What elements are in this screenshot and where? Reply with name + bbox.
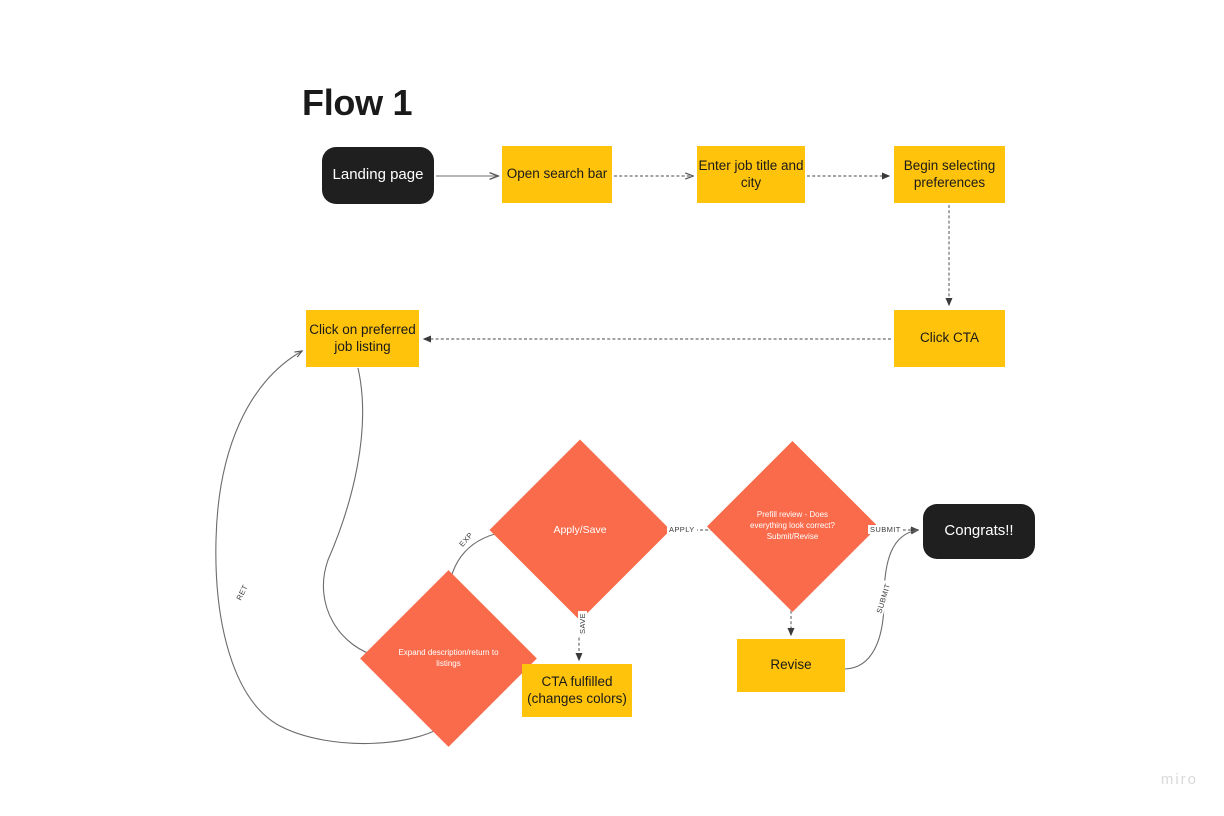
node-label: Expand description/return to listings — [398, 647, 499, 668]
node-label: Apply/Save — [553, 523, 607, 536]
edge-listing-to-expand — [322, 367, 382, 659]
node-label: Congrats!! — [944, 522, 1014, 540]
node-congrats[interactable]: Congrats!! — [923, 504, 1035, 559]
node-label: Click on preferred job listing — [309, 322, 416, 354]
node-label: Enter job title and city — [698, 158, 804, 190]
node-label: CTA fulfilled (changes colors) — [527, 674, 627, 706]
node-cta-fulfilled[interactable]: CTA fulfilled (changes colors) — [522, 664, 632, 717]
edge-label-ret: RET — [233, 581, 251, 604]
edge-label-submit-top: SUBMIT — [868, 525, 903, 534]
node-label: Begin selecting preferences — [903, 158, 996, 190]
node-label: Landing page — [332, 166, 424, 184]
node-enter-job-title-and-city[interactable]: Enter job title and city — [697, 146, 805, 203]
node-open-search-bar[interactable]: Open search bar — [502, 146, 612, 203]
page-title: Flow 1 — [302, 82, 413, 123]
node-label: Click CTA — [920, 330, 979, 346]
node-label: Open search bar — [506, 166, 608, 182]
node-apply-save[interactable]: Apply/Save — [489, 439, 671, 621]
miro-watermark: miro — [1160, 771, 1198, 788]
edge-label-apply: APPLY — [667, 525, 697, 534]
node-prefill-review[interactable]: Prefill review - Does everything look co… — [706, 440, 879, 613]
edge-label-submit-curve: SUBMIT — [873, 580, 893, 617]
node-click-on-preferred-job-listing[interactable]: Click on preferred job listing — [306, 310, 419, 367]
node-click-cta[interactable]: Click CTA — [894, 310, 1005, 367]
edge-label-save: SAVE — [578, 610, 588, 637]
node-label: Prefill review - Does everything look co… — [750, 510, 835, 541]
node-expand-description[interactable]: Expand description/return to listings — [360, 570, 537, 747]
node-landing-page[interactable]: Landing page — [322, 147, 434, 204]
node-revise[interactable]: Revise — [737, 639, 845, 692]
edge-label-exp: EXP — [456, 528, 477, 551]
node-begin-selecting-preferences[interactable]: Begin selecting preferences — [894, 146, 1005, 203]
node-label: Revise — [770, 657, 812, 673]
